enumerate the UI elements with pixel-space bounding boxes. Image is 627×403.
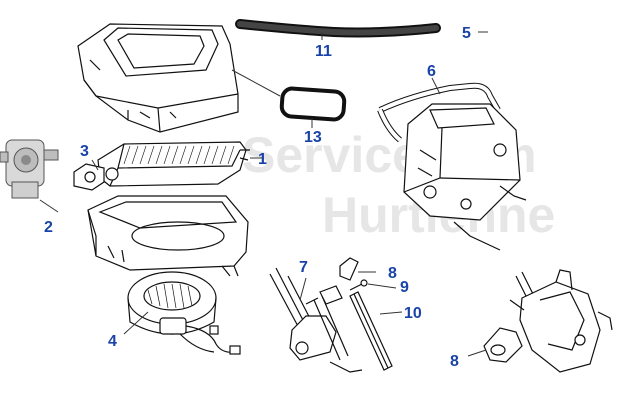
part-pipe	[475, 28, 519, 94]
part-heater-box-assembly	[377, 82, 527, 251]
part-lever-assembly	[269, 267, 363, 373]
callout-11: 11	[315, 43, 332, 60]
callout-numbers: 1 2 3 4 5 6 7 8 9 10 11 13 8	[44, 25, 471, 370]
part-screw	[349, 279, 368, 291]
part-control-unit	[483, 269, 613, 373]
callout-2: 2	[44, 219, 53, 236]
leader-lines	[39, 31, 488, 357]
callout-4: 4	[108, 333, 117, 350]
part-blower	[127, 271, 241, 355]
callout-3: 3	[80, 143, 89, 160]
callout-6: 6	[427, 63, 436, 80]
part-lower-housing	[87, 195, 249, 277]
part-gasket	[279, 86, 347, 122]
part-knob-upper	[339, 257, 359, 281]
part-valve	[0, 139, 59, 199]
callout-9: 9	[400, 279, 409, 296]
part-heater-core	[97, 141, 250, 187]
part-hose	[235, 19, 441, 38]
callout-8-lower: 8	[450, 353, 459, 370]
part-upper-housing	[77, 23, 239, 133]
callout-8-upper: 8	[388, 265, 397, 282]
callout-5: 5	[462, 25, 471, 42]
callout-10: 10	[404, 305, 422, 322]
callout-13: 13	[304, 129, 322, 146]
part-rod	[349, 291, 393, 371]
part-flange	[73, 163, 105, 191]
callout-1: 1	[258, 151, 267, 168]
callout-7: 7	[299, 259, 308, 276]
